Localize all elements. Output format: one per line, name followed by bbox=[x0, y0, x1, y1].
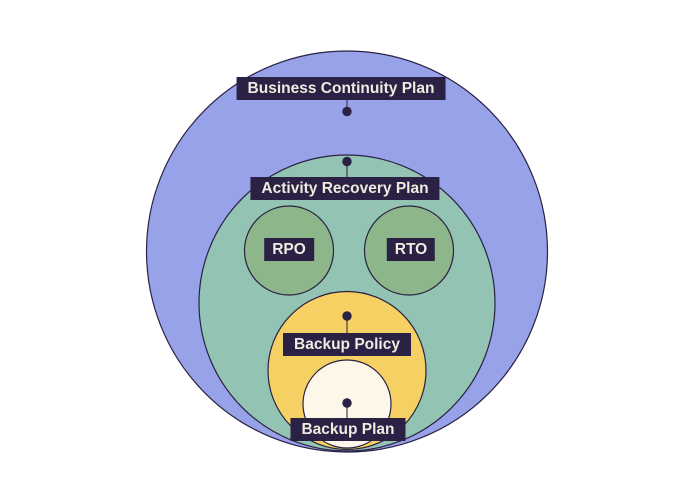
connector-dot-backup-plan bbox=[342, 398, 352, 408]
connector-dot-business-continuity-plan bbox=[342, 106, 352, 117]
label-rpo: RPO bbox=[264, 238, 314, 261]
label-activity-recovery-plan: Activity Recovery Plan bbox=[250, 177, 440, 200]
connector-dot-activity-recovery-plan bbox=[342, 156, 352, 167]
label-backup-plan: Backup Plan bbox=[290, 418, 406, 441]
label-rto: RTO bbox=[386, 238, 436, 261]
connector-dot-backup-policy bbox=[342, 311, 352, 321]
label-business-continuity-plan: Business Continuity Plan bbox=[236, 77, 446, 100]
label-backup-policy: Backup Policy bbox=[283, 333, 411, 356]
